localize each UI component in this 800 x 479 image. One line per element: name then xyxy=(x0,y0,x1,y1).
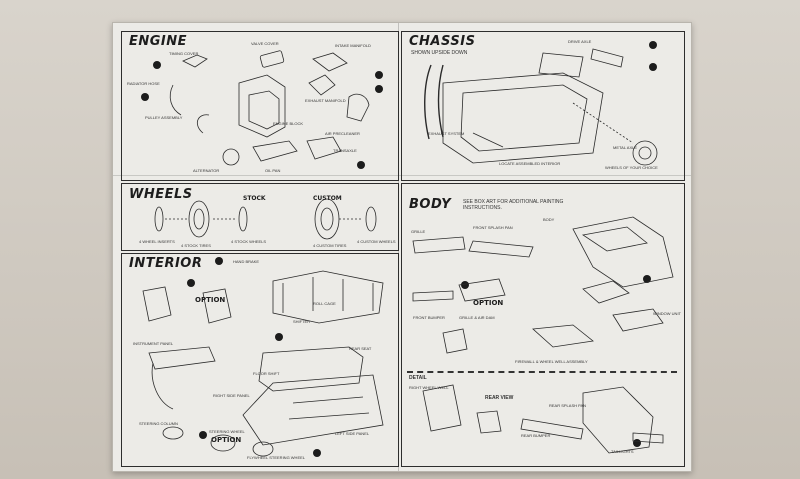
engine-label-intake-manifold: INTAKE MANIFOLD xyxy=(335,43,371,48)
interior-label-rear-seat: REAR SEAT xyxy=(349,346,372,351)
wheels-label-inserts: 4 WHEEL INSERTS xyxy=(139,239,175,244)
interior-label-instrument-panel: INSTRUMENT PANEL xyxy=(133,341,174,346)
interior-label-right-side-panel: RIGHT SIDE PANEL xyxy=(213,393,250,398)
interior-label-roll-cage: ROLL CAGE xyxy=(313,301,336,306)
interior-option-label-1: OPTION xyxy=(195,296,226,304)
chassis-label-locate-interior: LOCATE ASSEMBLED INTERIOR xyxy=(499,161,561,166)
instruction-sheet: ENGINE TIMING COVER VALVE COVER INTAKE M… xyxy=(112,22,692,472)
step-marker xyxy=(375,71,383,79)
engine-label-timing-cover: TIMING COVER xyxy=(169,51,199,56)
engine-panel xyxy=(121,31,399,181)
interior-option-label-2: OPTION xyxy=(211,436,242,444)
wheels-label-custom-wheels: 4 CUSTOM WHEELS xyxy=(357,239,396,244)
wheels-stock-label: STOCK xyxy=(243,195,266,202)
interior-panel xyxy=(121,253,399,467)
chassis-label-drive-axle: DRIVE AXLE xyxy=(568,39,592,44)
wheels-custom-label: CUSTOM xyxy=(313,195,342,202)
chassis-subtitle: SHOWN UPSIDE DOWN xyxy=(411,50,468,56)
body-label-front-splash-pan: FRONT SPLASH PAN xyxy=(473,225,513,230)
body-label-grille: GRILLE xyxy=(411,229,426,234)
body-label-window-unit: WINDOW UNIT xyxy=(653,311,681,316)
body-detail-divider xyxy=(407,371,677,373)
chassis-title: CHASSIS xyxy=(409,34,476,49)
interior-label-steering-column: STEERING COLUMN xyxy=(139,421,178,426)
step-marker xyxy=(141,93,149,101)
interior-label-floor-shift: FLOOR SHIFT xyxy=(253,371,280,376)
chassis-label-metal-axle: METAL AXLE xyxy=(613,145,638,150)
body-title: BODY xyxy=(409,197,452,212)
step-marker xyxy=(461,281,469,289)
step-marker xyxy=(199,431,207,439)
body-label-taillights: TAILLIGHTS xyxy=(611,449,634,454)
step-marker xyxy=(153,61,161,69)
body-label-body: BODY xyxy=(543,217,555,222)
interior-label-steering-wheel: STEERING WHEEL xyxy=(209,429,245,434)
chassis-panel xyxy=(401,31,685,181)
interior-label-left-side-panel: LEFT SIDE PANEL xyxy=(335,431,370,436)
step-marker xyxy=(313,449,321,457)
step-marker xyxy=(633,439,641,447)
wheels-label-custom-tires: 4 CUSTOM TIRES xyxy=(313,243,347,248)
engine-label-valve-cover: VALVE COVER xyxy=(251,41,279,46)
body-label-grille-air-dam: GRILLE & AIR DAM xyxy=(459,315,495,320)
step-marker xyxy=(357,161,365,169)
body-subtitle: SEE BOX ART FOR ADDITIONAL PAINTING INST… xyxy=(463,199,564,211)
engine-label-radiator-hose: RADIATOR HOSE xyxy=(127,81,160,86)
body-panel xyxy=(401,183,685,467)
engine-label-transaxle: TRANSAXLE xyxy=(333,148,357,153)
horizontal-fold-line xyxy=(113,175,691,176)
step-marker xyxy=(275,333,283,341)
interior-label-flywheel-steering: FLYWHEEL STEERING WHEEL xyxy=(247,455,306,460)
step-marker xyxy=(649,41,657,49)
engine-label-engine-block: ENGINE BLOCK xyxy=(273,121,304,126)
body-label-rear-bumper: REAR BUMPER xyxy=(521,433,551,438)
line-art-illustrations xyxy=(142,48,674,457)
body-label-right-wheel-well: RIGHT WHEEL WELL xyxy=(409,385,449,390)
chassis-label-wheels-choice: WHEELS OF YOUR CHOICE xyxy=(605,165,658,170)
engine-label-alternator: ALTERNATOR xyxy=(193,168,220,173)
engine-label-air-precleaner: AIR PRECLEANER xyxy=(325,131,360,136)
interior-title: INTERIOR xyxy=(129,256,203,271)
body-label-front-bumper: FRONT BUMPER xyxy=(413,315,445,320)
step-marker xyxy=(187,279,195,287)
engine-label-exhaust-manifold: EXHAUST MANIFOLD xyxy=(305,98,346,103)
wheels-panel xyxy=(121,183,399,251)
body-label-firewall-wheel-well: FIREWALL & WHEEL WELL ASSEMBLY xyxy=(515,359,588,364)
body-label-rear-splash-pan: REAR SPLASH PAN xyxy=(549,403,587,408)
interior-label-shifter: SHIFTER xyxy=(293,319,311,324)
step-marker xyxy=(375,85,383,93)
engine-label-oil-pan: OIL PAN xyxy=(265,168,281,173)
wheels-title: WHEELS xyxy=(129,187,193,202)
body-rear-view-label: REAR VIEW xyxy=(485,395,514,401)
step-marker xyxy=(215,257,223,265)
body-detail-label: DETAIL xyxy=(409,375,427,381)
engine-label-pulley-assembly: PULLEY ASSEMBLY xyxy=(145,115,183,120)
wheels-label-stock-wheels: 4 STOCK WHEELS xyxy=(231,239,267,244)
engine-title: ENGINE xyxy=(129,34,188,49)
step-marker xyxy=(649,63,657,71)
chassis-label-exhaust-system: EXHAUST SYSTEM xyxy=(428,131,465,136)
wheels-label-stock-tires: 4 STOCK TIRES xyxy=(181,243,211,248)
step-marker xyxy=(643,275,651,283)
interior-label-hand-brake: HAND BRAKE xyxy=(233,259,260,264)
body-option-label: OPTION xyxy=(473,299,504,307)
